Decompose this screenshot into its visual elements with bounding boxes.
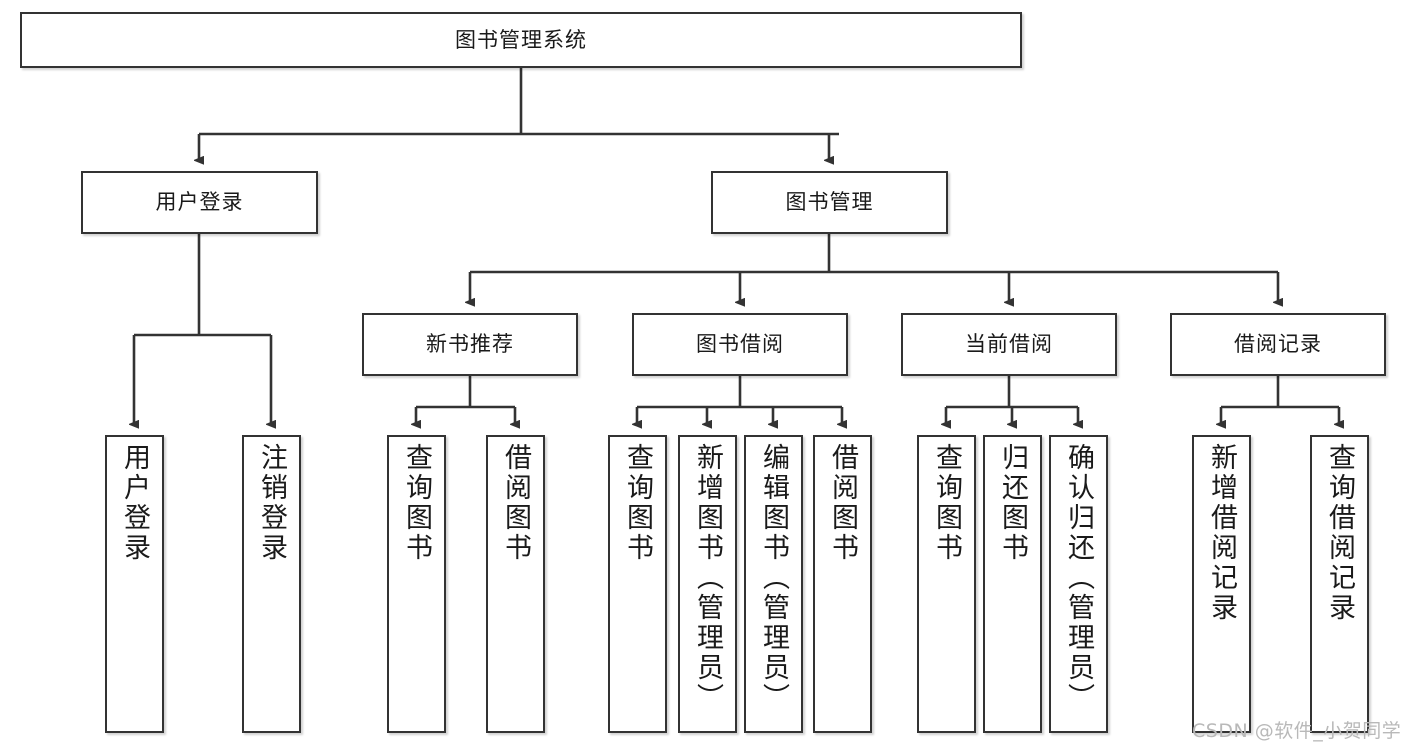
leaf-label: 借阅图书 [827, 443, 858, 563]
node-borrow-record-label: 借阅记录 [1234, 332, 1322, 357]
leaf-label: 用户登录 [119, 443, 150, 563]
leaf-borrow-book[interactable]: 借阅图书 [813, 435, 872, 733]
node-user-login-label: 用户登录 [155, 190, 244, 215]
leaf-label: 查询借阅记录 [1324, 443, 1355, 623]
leaf-query-book-recommend[interactable]: 查询图书 [387, 435, 446, 733]
node-book-borrow[interactable]: 图书借阅 [632, 313, 848, 376]
leaf-add-book-admin[interactable]: 新增图书（管理员） [678, 435, 737, 733]
leaf-edit-book-admin[interactable]: 编辑图书（管理员） [744, 435, 803, 733]
leaf-label: 新增借阅记录 [1206, 443, 1237, 623]
leaf-label: 查询图书 [931, 443, 962, 563]
node-root-label: 图书管理系统 [455, 27, 587, 52]
leaf-user-login[interactable]: 用户登录 [105, 435, 164, 733]
leaf-label: 查询图书 [401, 443, 432, 563]
leaf-confirm-return-admin[interactable]: 确认归还（管理员） [1049, 435, 1108, 733]
node-borrow-record[interactable]: 借阅记录 [1170, 313, 1386, 376]
leaf-logout[interactable]: 注销登录 [242, 435, 301, 733]
node-new-book-recommend[interactable]: 新书推荐 [362, 313, 578, 376]
leaf-query-book-current[interactable]: 查询图书 [917, 435, 976, 733]
node-current-borrow[interactable]: 当前借阅 [901, 313, 1117, 376]
node-book-management[interactable]: 图书管理 [711, 171, 948, 234]
leaf-label: 编辑图书（管理员） [758, 443, 789, 713]
node-user-login[interactable]: 用户登录 [81, 171, 318, 234]
leaf-label: 新增图书（管理员） [692, 443, 723, 713]
csdn-watermark: CSDN @软件_小贺同学 [1192, 720, 1402, 742]
node-current-borrow-label: 当前借阅 [965, 332, 1053, 357]
leaf-label: 借阅图书 [500, 443, 531, 563]
leaf-borrow-book-recommend[interactable]: 借阅图书 [486, 435, 545, 733]
leaf-label: 注销登录 [256, 443, 287, 563]
leaf-add-borrow-record[interactable]: 新增借阅记录 [1192, 435, 1251, 733]
leaf-label: 归还图书 [997, 443, 1028, 563]
leaf-return-book[interactable]: 归还图书 [983, 435, 1042, 733]
node-book-borrow-label: 图书借阅 [696, 332, 784, 357]
leaf-label: 确认归还（管理员） [1063, 443, 1094, 713]
leaf-query-book-borrow[interactable]: 查询图书 [608, 435, 667, 733]
node-root[interactable]: 图书管理系统 [20, 12, 1022, 68]
leaf-label: 查询图书 [622, 443, 653, 563]
leaf-query-borrow-record[interactable]: 查询借阅记录 [1310, 435, 1369, 733]
node-new-book-recommend-label: 新书推荐 [426, 332, 514, 357]
node-book-management-label: 图书管理 [785, 190, 874, 215]
